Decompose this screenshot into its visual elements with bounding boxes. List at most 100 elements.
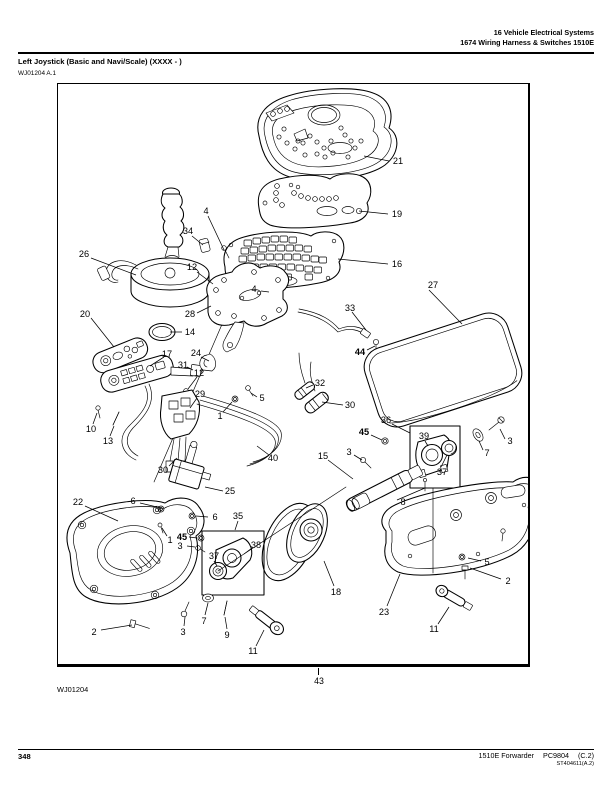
part-top-housing [257, 88, 398, 181]
leader-line-28 [196, 305, 212, 314]
part-pivot-bracket-assy-36 [409, 425, 461, 492]
callout-26: 26 [79, 249, 89, 259]
leader-line-7 [204, 602, 209, 616]
part-connector-34 [198, 238, 211, 253]
callout-45: 45 [359, 427, 369, 437]
leader-line-25 [204, 486, 224, 492]
leader-line-32 [305, 384, 314, 389]
callout-43-leader [318, 668, 319, 675]
leader-line-38 [243, 547, 253, 555]
callout-3: 3 [346, 447, 351, 457]
leader-line-5 [250, 392, 258, 398]
leader-line-1 [161, 527, 168, 537]
part-switch-pad-lower [100, 354, 202, 461]
callout-40: 40 [268, 453, 278, 463]
callout-12: 12 [194, 368, 204, 378]
callout-2: 2 [505, 576, 510, 586]
leader-line-15 [327, 459, 354, 480]
leader-line-20 [90, 317, 115, 348]
housing-holes [276, 125, 364, 160]
callout-31: 31 [178, 360, 188, 370]
leader-line-19 [358, 210, 389, 215]
leader-line-8 [396, 487, 426, 501]
leader-line-1 [222, 401, 233, 413]
leader-line-6 [195, 515, 209, 518]
figure-reference: WJ01204 A.1 [18, 70, 57, 77]
figure-caption: WJ01204 [57, 685, 89, 694]
part-armrest-pad [363, 312, 523, 428]
callout-16: 16 [392, 259, 402, 269]
axis-line-2 [217, 486, 347, 572]
leader-line-22 [84, 505, 119, 522]
part-pivot-bracket-assy-35 [201, 530, 265, 596]
leader-line-45 [370, 434, 383, 441]
callout-6: 6 [212, 512, 217, 522]
callout-4: 4 [251, 284, 256, 294]
callout-35: 35 [233, 511, 243, 521]
callout-20: 20 [80, 309, 90, 319]
part-locking-lever-left [249, 605, 284, 636]
callout-37: 37 [209, 551, 219, 561]
header-rule [18, 52, 594, 54]
leader-line-17 [149, 356, 165, 367]
leader-line-45 [188, 536, 198, 539]
callout-8: 8 [400, 497, 405, 507]
leader-line-30 [321, 401, 344, 406]
leader-line-40 [256, 445, 270, 456]
callout-3: 3 [507, 436, 512, 446]
callout-28: 28 [185, 309, 195, 319]
leader-line-16 [337, 258, 389, 265]
leader-line-12 [187, 376, 198, 390]
footer-model: 1510E Forwarder [478, 751, 535, 760]
leader-line-3 [183, 616, 186, 627]
callout-6: 6 [130, 496, 135, 506]
callout-32: 32 [315, 378, 325, 388]
callout-30: 30 [158, 465, 168, 475]
leader-line-4 [260, 290, 270, 293]
part-mid-fasteners [157, 505, 206, 553]
callout-39: 39 [419, 431, 429, 441]
header-line1: 16 Vehicle Electrical Systems [493, 28, 594, 37]
leader-line-44 [366, 345, 376, 351]
leader-line-3 [499, 428, 506, 440]
exploded-diagram: 2119164342612427332028144417243112322953… [66, 88, 528, 656]
leader-line-31 [186, 366, 194, 371]
callout-30: 30 [345, 400, 355, 410]
leader-line-3 [353, 454, 363, 461]
callout-23: 23 [379, 607, 389, 617]
leader-line-12 [196, 271, 214, 285]
callout-44: 44 [355, 347, 366, 357]
callout-13: 13 [103, 436, 113, 446]
footer-doc-code: ST404611(A.2) [556, 760, 594, 767]
callout-3: 3 [177, 541, 182, 551]
footer-revision: (C.2) [578, 751, 594, 760]
leader-line-11 [437, 606, 450, 625]
callout-7: 7 [484, 448, 489, 458]
callout-29: 29 [195, 389, 205, 399]
leader-line-11 [255, 629, 265, 647]
part-lower-shell [66, 497, 205, 605]
callout-33: 33 [345, 303, 355, 313]
leader-line-27 [428, 289, 463, 325]
callout-43: 43 [314, 676, 324, 686]
leader-line-6 [139, 502, 158, 508]
leader-line-7 [478, 440, 484, 451]
callout-24: 24 [191, 348, 201, 358]
part-screw-2-left [129, 619, 150, 629]
part-membrane-panel [257, 173, 372, 229]
callout-38: 38 [251, 540, 261, 550]
part-switch-pad-upper [92, 337, 149, 374]
part-bottom-fasteners [180, 593, 228, 618]
leader-line-21 [363, 155, 390, 162]
leader-line-34 [191, 235, 204, 246]
leader-line-36 [391, 423, 411, 434]
leader-line-39 [424, 440, 429, 447]
callout-11: 11 [248, 646, 258, 656]
callout-27: 27 [428, 280, 438, 290]
callout-18: 18 [331, 587, 341, 597]
callout-12: 12 [187, 262, 197, 272]
leader-line-9 [224, 616, 228, 630]
